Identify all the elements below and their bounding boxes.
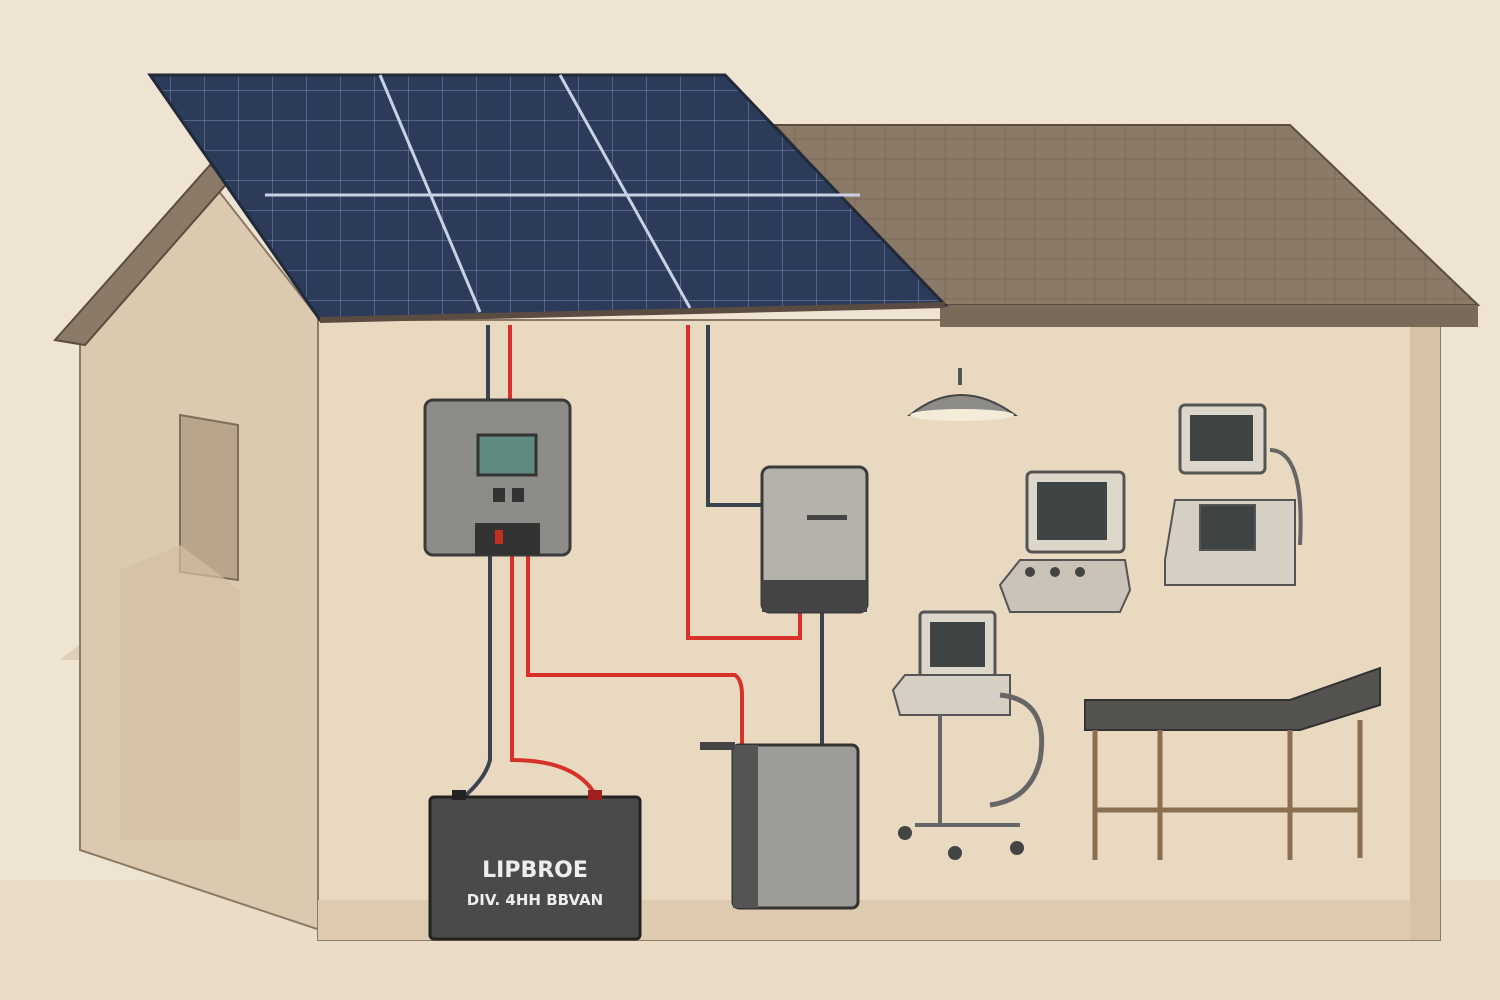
medical-monitor-icon xyxy=(1164,403,1303,586)
battery-icon: LIPBROE DIV. 4HH BBVAN xyxy=(428,790,642,941)
clinic-building xyxy=(53,73,1481,941)
ultrasound-cart-icon xyxy=(891,610,1045,860)
battery-label-line2: DIV. 4HH BBVAN xyxy=(467,891,603,909)
medical-monitor-icon xyxy=(998,470,1132,613)
power-storage-unit-icon xyxy=(700,742,860,910)
examination-bed-icon xyxy=(1084,666,1381,860)
battery-label-line1: LIPBROE xyxy=(482,858,588,883)
charge-controller-icon xyxy=(423,398,572,557)
window xyxy=(179,413,239,582)
inverter-icon xyxy=(760,465,869,614)
ceiling-lamp-icon xyxy=(907,368,1019,421)
wiring xyxy=(458,325,824,802)
